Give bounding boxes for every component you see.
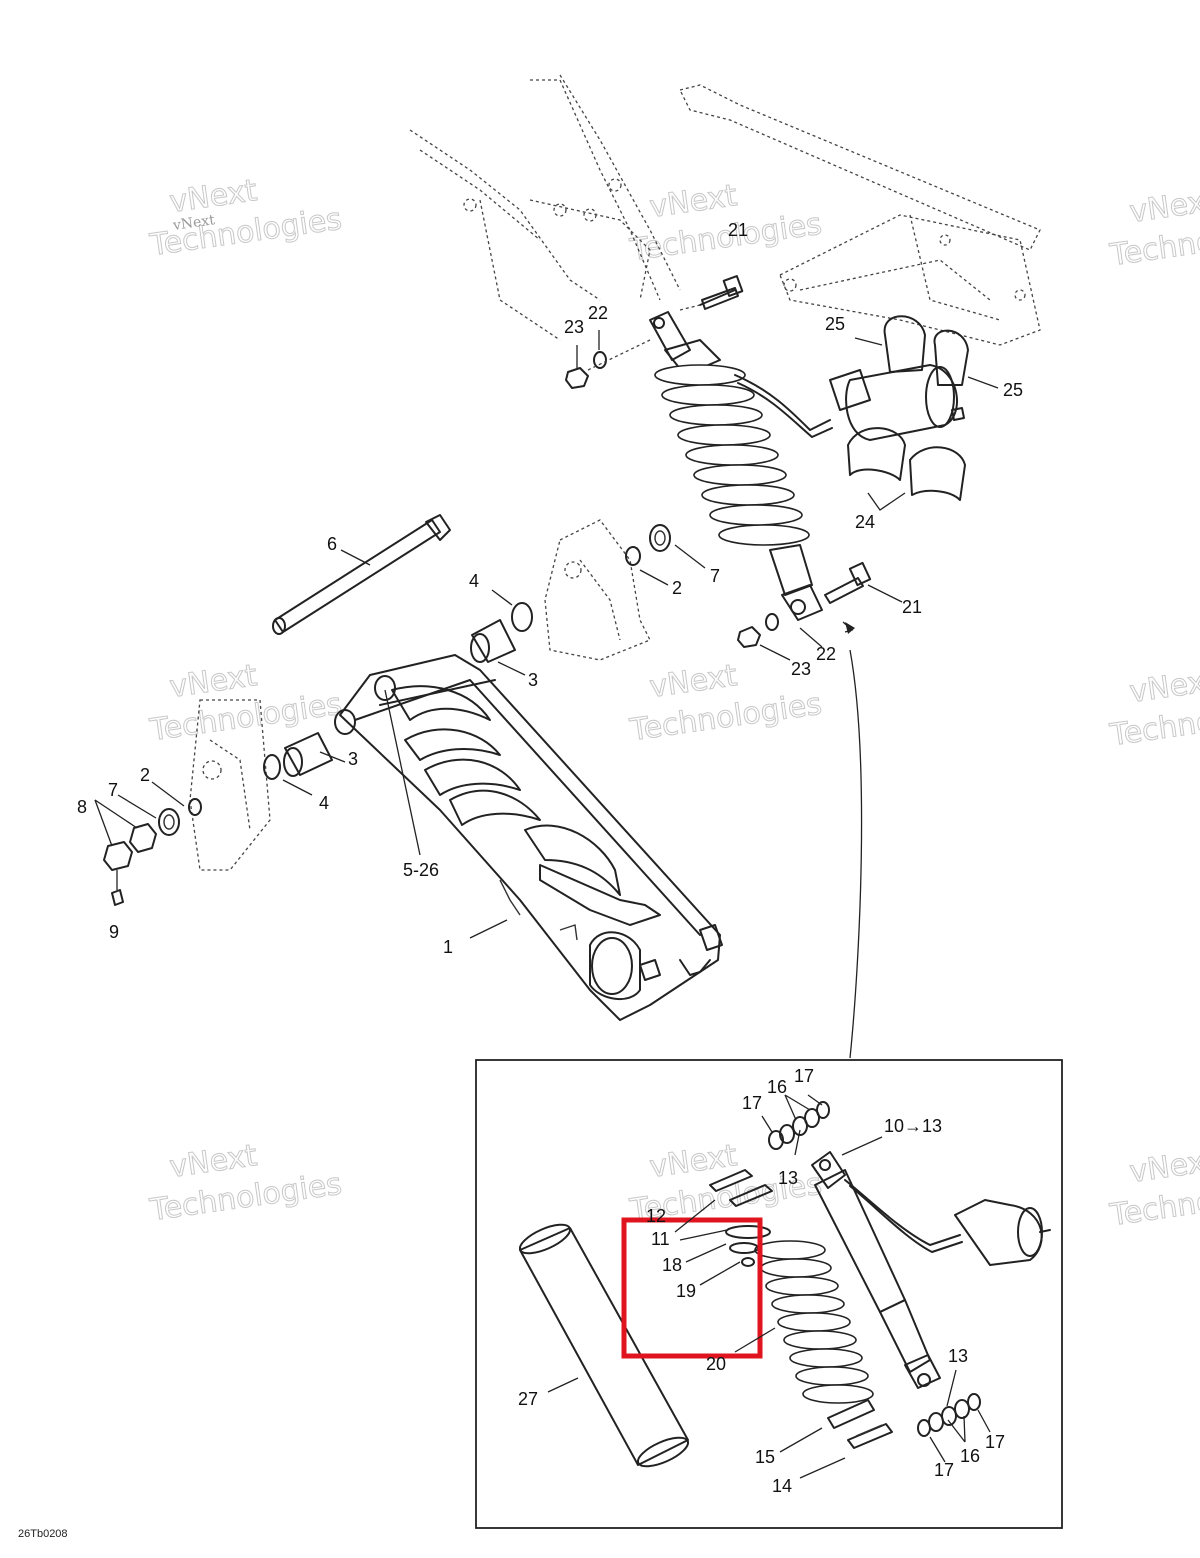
bottom-bolt-21: [824, 561, 872, 604]
svg-text:vNext: vNext: [171, 212, 216, 234]
callout-15: 15: [755, 1447, 775, 1467]
seal-4-left: [263, 754, 281, 780]
detail-box: [475, 1059, 1063, 1529]
clamp-25b: [933, 329, 969, 386]
callout-24: 24: [855, 512, 875, 532]
callout-17-bottom-right: 17: [985, 1432, 1005, 1452]
detail-shock-body: [811, 1151, 1051, 1389]
callout-8: 8: [77, 797, 87, 817]
watermark-1: vNext Technologies vNext: [147, 173, 345, 264]
callout-7-left: 7: [108, 780, 118, 800]
top-bolt-21: [679, 275, 744, 311]
callout-23-bottom: 23: [791, 659, 811, 679]
watermark-8: vNext Technologies: [1107, 663, 1200, 754]
detail-arrow: [842, 621, 863, 1059]
callout-14: 14: [772, 1476, 792, 1496]
callout-27: 27: [518, 1389, 538, 1409]
detail-rings-bottom: [917, 1393, 981, 1437]
callout-17-bottom-left: 17: [934, 1460, 954, 1480]
svg-text:vNext: vNext: [167, 1138, 259, 1185]
grease-fitting-9: [111, 870, 124, 906]
watermark-9: vNext Technologies: [1107, 1143, 1200, 1234]
svg-text:vNext: vNext: [647, 658, 739, 705]
ring-7-right: [649, 524, 671, 552]
callout-18: 18: [662, 1255, 682, 1275]
drawing-code: 26Tb0208: [18, 1528, 68, 1540]
watermarks: vNext Technologies vNext vNext Technolog…: [147, 173, 1200, 1234]
callout-19: 19: [676, 1281, 696, 1301]
callout-17-top-right: 17: [794, 1066, 814, 1086]
nuts-8: [103, 823, 157, 871]
callout-22-bottom: 22: [816, 644, 836, 664]
detail-tube-27: [519, 1223, 689, 1468]
highlight-box: [621, 1217, 763, 1359]
callout-10-13: 10→13: [884, 1116, 942, 1136]
callout-21-bottom: 21: [902, 597, 922, 617]
leader-lines: [94, 330, 999, 1479]
top-washer-22: [593, 351, 607, 369]
shock-absorber: [649, 311, 833, 621]
callout-13-top: 13: [778, 1168, 798, 1188]
callout-5-26: 5-26: [403, 860, 439, 880]
watermark-5: vNext Technologies: [147, 1138, 345, 1229]
watermark-3: vNext Technologies: [147, 658, 345, 749]
svg-text:vNext: vNext: [1127, 183, 1200, 230]
vehicle-frame: [189, 74, 1041, 871]
callout-20: 20: [706, 1354, 726, 1374]
detail-seat-15: [827, 1399, 875, 1429]
reservoir-canister: [829, 364, 965, 441]
seal-4-right: [511, 602, 533, 632]
callout-25-top: 25: [825, 314, 845, 334]
svg-text:vNext: vNext: [1127, 663, 1200, 710]
callout-6: 6: [327, 534, 337, 554]
watermark-7: vNext Technologies: [1107, 183, 1200, 274]
callout-23-top: 23: [564, 317, 584, 337]
oring-2-right: [625, 546, 641, 566]
callout-16-top: 16: [767, 1077, 787, 1097]
callout-3-right: 3: [528, 670, 538, 690]
swing-arm: [334, 654, 723, 1021]
svg-text:vNext: vNext: [1127, 1143, 1200, 1190]
callout-13-bottom: 13: [948, 1346, 968, 1366]
shock-spring: [654, 364, 810, 546]
callout-9: 9: [109, 922, 119, 942]
detail-rings-top: [768, 1101, 830, 1150]
callout-12: 12: [646, 1206, 666, 1226]
shim-24b: [909, 446, 966, 501]
bottom-washer-22: [765, 613, 779, 631]
bottom-nut-23: [737, 626, 761, 648]
swing-arm-axle: [272, 514, 451, 635]
watermark-2: vNext Technologies: [627, 178, 825, 269]
callout-labels: 1 2 2 3 3 4 4 5-26 6 7 7 8 9 10→13 11 12…: [77, 220, 1023, 1496]
ring-7-left: [158, 808, 180, 836]
callout-11: 11: [651, 1229, 670, 1249]
bushing-3-right: [470, 619, 516, 663]
svg-text:vNext: vNext: [167, 658, 259, 705]
callout-4-right: 4: [469, 571, 479, 591]
callout-25-right: 25: [1003, 380, 1023, 400]
callout-21-top: 21: [728, 220, 748, 240]
oring-2-left: [188, 798, 202, 816]
callout-7-right: 7: [710, 566, 720, 586]
callout-22-top: 22: [588, 303, 608, 323]
callout-3-left: 3: [348, 749, 358, 769]
top-nut-23: [565, 339, 651, 389]
clamp-25a: [883, 315, 926, 373]
bushing-3-left: [283, 732, 333, 777]
detail-spring: [754, 1240, 874, 1404]
detail-retainers: [709, 1169, 773, 1267]
callout-1: 1: [443, 937, 453, 957]
callout-16-bottom: 16: [960, 1446, 980, 1466]
callout-4-left: 4: [319, 793, 329, 813]
callout-2-left: 2: [140, 765, 150, 785]
svg-text:vNext: vNext: [647, 178, 739, 225]
shim-24a: [847, 427, 906, 481]
detail-seat-14: [847, 1423, 893, 1449]
callout-2-right: 2: [672, 578, 682, 598]
callout-17-top-left: 17: [742, 1093, 762, 1113]
